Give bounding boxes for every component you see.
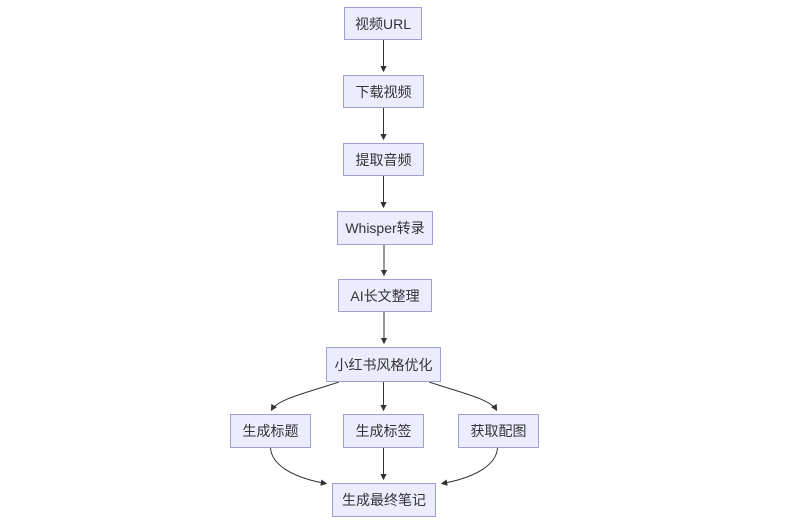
edge-get-images-to-final-note	[440, 447, 498, 486]
node-generate-tags: 生成标签	[343, 414, 424, 448]
node-generate-tags-label: 生成标签	[355, 423, 412, 439]
node-generate-title-label: 生成标题	[242, 423, 299, 439]
node-extract-audio-label: 提取音频	[355, 151, 412, 168]
edge-gen-title-to-final-note	[270, 447, 328, 486]
node-whisper-transcribe: Whisper转录	[337, 211, 433, 245]
node-download-video-label: 下载视频	[355, 83, 412, 100]
node-generate-title: 生成标题	[230, 414, 311, 448]
node-video-url-label: 视频URL	[354, 15, 411, 32]
node-download-video: 下载视频	[343, 75, 424, 108]
node-ai-longtext-label: AI长文整理	[350, 287, 420, 304]
node-ai-longtext: AI长文整理	[338, 279, 432, 312]
edge-xhs-style-to-gen-title	[270, 381, 340, 412]
node-extract-audio: 提取音频	[343, 143, 424, 176]
node-get-images-label: 获取配图	[470, 423, 527, 439]
node-get-images: 获取配图	[458, 414, 539, 448]
node-final-note: 生成最终笔记	[332, 483, 436, 517]
node-whisper-transcribe-label: Whisper转录	[345, 220, 425, 236]
node-final-note-label: 生成最终笔记	[342, 492, 426, 508]
node-video-url: 视频URL	[344, 7, 422, 40]
node-xhs-style-optimize-label: 小红书风格优化	[334, 356, 433, 373]
edge-xhs-style-to-get-images	[428, 381, 498, 412]
node-xhs-style-optimize: 小红书风格优化	[326, 347, 441, 382]
